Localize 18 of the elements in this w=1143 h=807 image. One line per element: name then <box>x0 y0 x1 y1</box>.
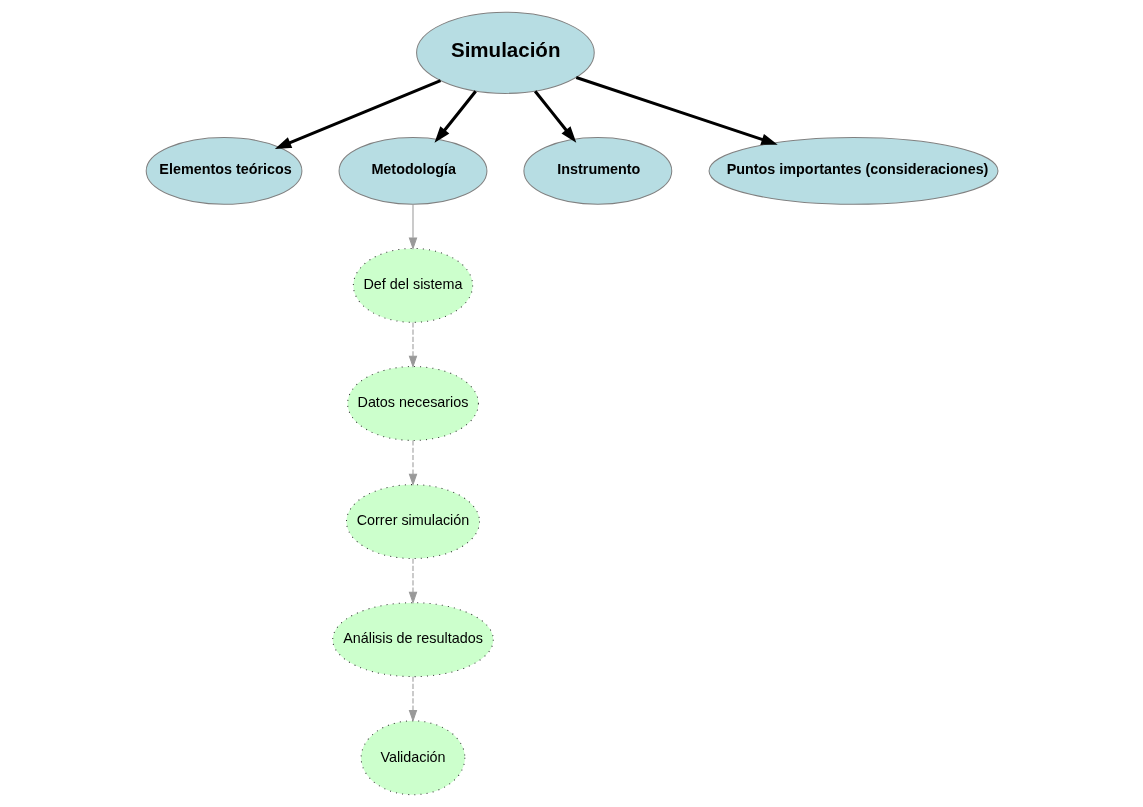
arrow <box>408 558 417 605</box>
arrow <box>408 203 417 250</box>
node-ellipse: Análisis de resultados <box>331 602 494 678</box>
arrow <box>274 79 441 149</box>
arrow <box>408 676 417 723</box>
arrow <box>408 440 417 487</box>
node-ellipse: Instrumento <box>522 137 672 205</box>
node-ellipse: Simulación <box>415 11 595 94</box>
node-ellipse: Correr simulación <box>345 484 480 560</box>
arrow <box>575 76 778 145</box>
arrow <box>533 90 576 143</box>
node-ellipse: Validación <box>360 720 465 796</box>
node-ellipse: Def del sistema <box>352 247 473 323</box>
node-ellipse: Datos necesarios <box>346 366 479 441</box>
node-ellipse: Metodología <box>338 137 487 205</box>
arrow <box>408 322 417 368</box>
arrow <box>434 90 477 143</box>
node-ellipse: Puntos importantes (consideraciones) <box>708 137 998 205</box>
